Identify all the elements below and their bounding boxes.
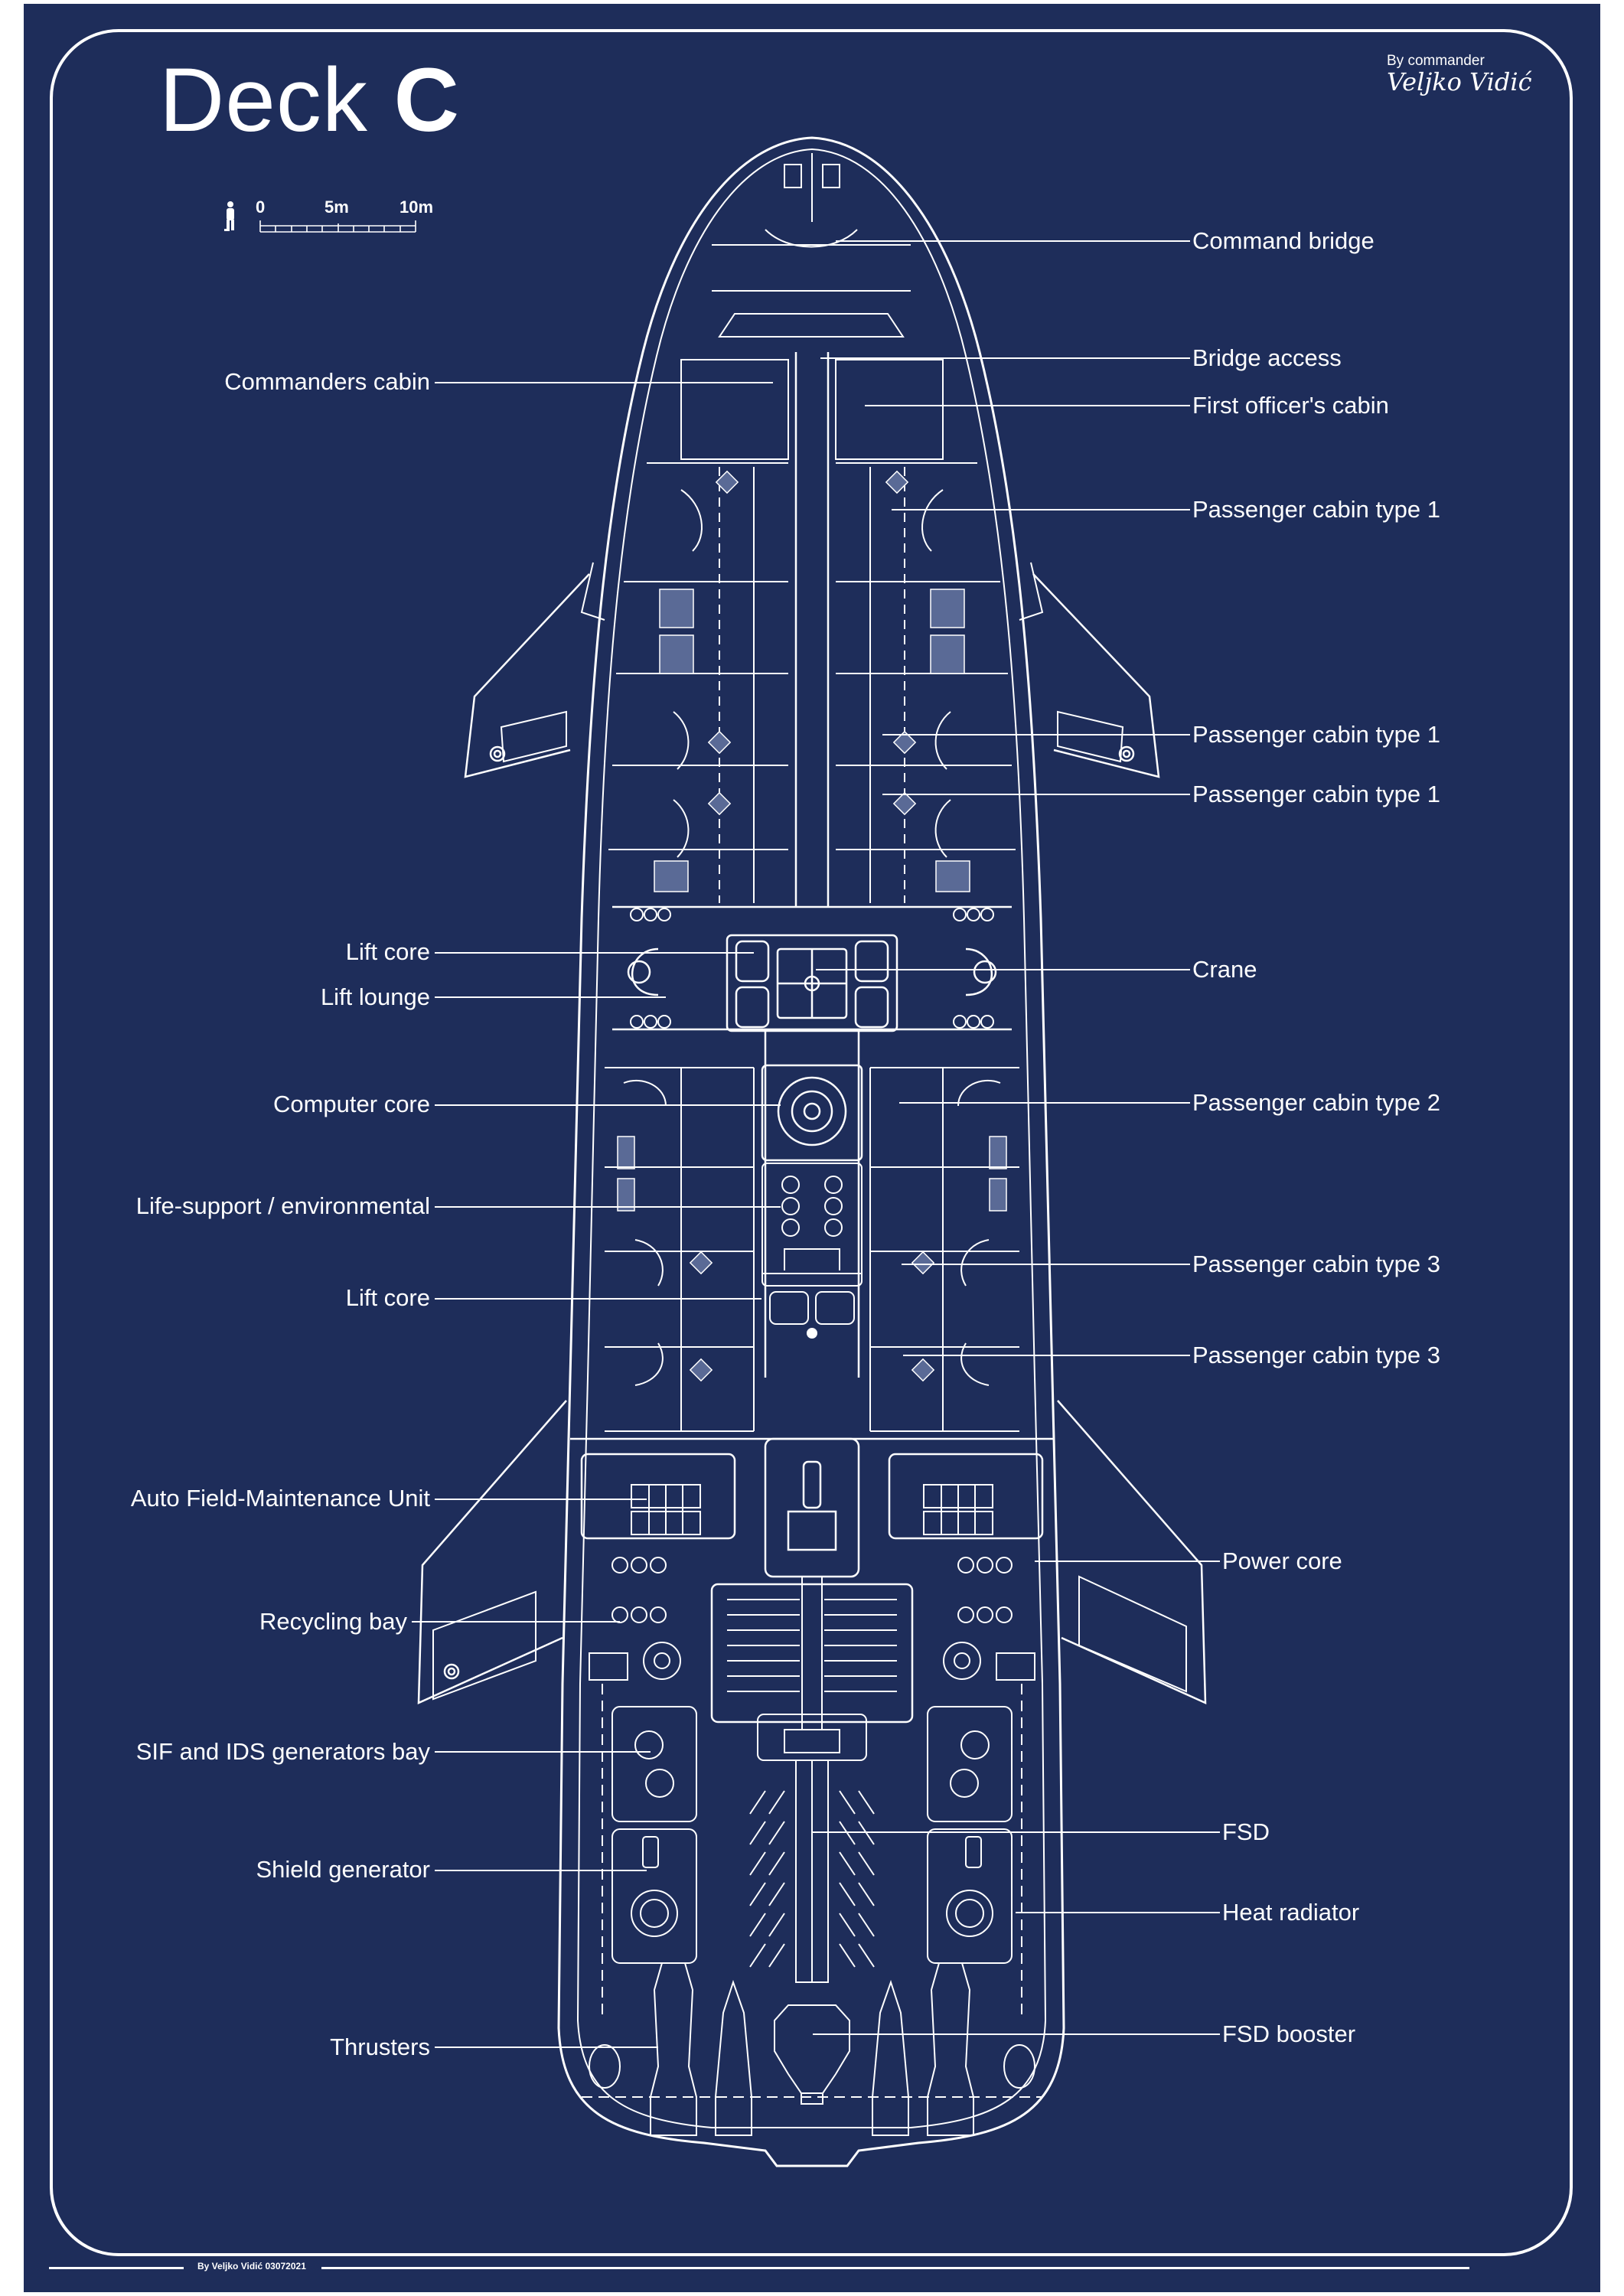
scale-ruler — [259, 220, 416, 233]
label-bridge-access: Bridge access — [1192, 344, 1342, 371]
label-command-bridge: Command bridge — [1192, 227, 1375, 254]
forward-wings — [464, 562, 1160, 778]
label-computer-core: Computer core — [272, 1091, 430, 1117]
label-sif-ids-generators-bay: SIF and IDS generators bay — [135, 1738, 430, 1765]
scale-bar-graphic — [224, 201, 416, 233]
label-heat-radiator: Heat radiator — [1222, 1899, 1360, 1926]
heat-radiators — [602, 1684, 1022, 2020]
fsd-drive — [757, 1714, 867, 1983]
footer: By Veljko Vidić 03072021 — [0, 2261, 1624, 2279]
scale-tick-5m: 5m — [324, 197, 349, 217]
lift-lounge — [612, 905, 1012, 1032]
command-bridge — [712, 153, 911, 338]
label-lift-lounge: Lift lounge — [320, 983, 430, 1010]
aft-cabins — [605, 1067, 1019, 1432]
footer-rule-right — [321, 2267, 1469, 2269]
life-support — [761, 1163, 863, 1287]
label-passenger-cabin-type2: Passenger cabin type 2 — [1192, 1089, 1440, 1116]
deck-title: Deck C — [159, 55, 460, 145]
central-corridor — [764, 352, 860, 1378]
aft-lift-core — [769, 1291, 855, 1339]
power-core — [727, 1576, 897, 1730]
leader-lines — [412, 240, 1220, 2048]
cabin-sofas — [673, 489, 951, 858]
label-life-support: Life-support / environmental — [135, 1192, 430, 1219]
label-lift-core-aft: Lift core — [345, 1284, 430, 1311]
author-prefix: By commander — [1387, 53, 1485, 69]
deck-title-letter: C — [393, 50, 460, 151]
label-passenger-cabin-type3-a: Passenger cabin type 3 — [1192, 1251, 1440, 1277]
label-shield-generator: Shield generator — [256, 1856, 431, 1883]
engineering-section — [570, 1437, 1054, 1724]
shield-generators — [611, 1828, 1013, 1964]
footer-credit: By Veljko Vidić 03072021 — [197, 2261, 306, 2272]
scale-tick-10m: 10m — [399, 197, 434, 217]
forward-cabins — [608, 359, 1016, 903]
hull-outline — [557, 136, 1065, 2167]
label-afmu: Auto Field-Maintenance Unit — [130, 1485, 430, 1512]
deck-title-prefix: Deck — [159, 50, 368, 151]
label-passenger-cabin-type1-a: Passenger cabin type 1 — [1192, 496, 1440, 523]
cabin-beds — [617, 589, 1007, 1212]
author-signature: Veljko Vidić — [1387, 67, 1532, 96]
computer-core — [761, 1064, 863, 1162]
label-fsd: FSD — [1222, 1818, 1270, 1845]
label-fsd-booster: FSD booster — [1222, 2020, 1356, 2047]
label-recycling-bay: Recycling bay — [259, 1608, 407, 1635]
label-crane: Crane — [1192, 956, 1257, 983]
blueprint-frame — [50, 29, 1573, 2256]
label-passenger-cabin-type1-b: Passenger cabin type 1 — [1192, 721, 1440, 748]
scale-tick-0: 0 — [256, 197, 266, 217]
label-commanders-cabin: Commanders cabin — [224, 368, 430, 395]
person-silhouette-icon — [224, 201, 234, 231]
rear-wings — [417, 1400, 1207, 1704]
label-lift-core-forward: Lift core — [345, 938, 430, 965]
fsd-booster — [774, 2004, 850, 2105]
label-power-core: Power core — [1222, 1548, 1342, 1574]
footer-rule-left — [49, 2267, 184, 2269]
label-passenger-cabin-type1-c: Passenger cabin type 1 — [1192, 781, 1440, 807]
label-first-officers-cabin: First officer's cabin — [1192, 392, 1389, 419]
thrusters — [582, 1962, 1042, 2136]
label-passenger-cabin-type3-b: Passenger cabin type 3 — [1192, 1342, 1440, 1368]
afmu-units — [631, 1484, 993, 1535]
cabin-tables — [689, 470, 935, 1382]
label-thrusters: Thrusters — [330, 2033, 430, 2060]
lift-lounge-seating — [630, 908, 994, 1029]
sif-ids-generators — [611, 1706, 1013, 1822]
